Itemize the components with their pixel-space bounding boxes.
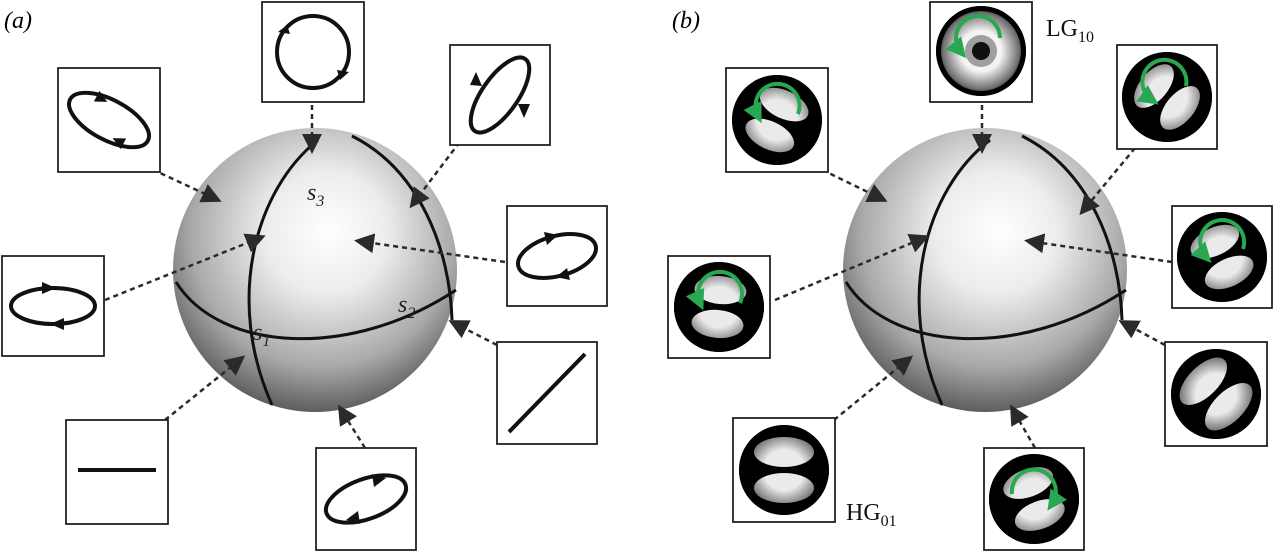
arrow-a-upper-left <box>127 156 222 203</box>
mode-label-hg01: HG01 <box>846 500 897 530</box>
inset-ellipse-right <box>506 205 608 307</box>
arrow-b-upper-right <box>1079 147 1136 216</box>
axis-label-s3: s3 <box>307 180 324 210</box>
arrow-b-bottom <box>1010 404 1037 449</box>
inset-circular-top <box>261 1 365 103</box>
arrow-b-right <box>1024 233 1173 264</box>
panel-a: (a) s3 s2 s1 <box>1 1 608 551</box>
arrow-b-left <box>774 233 930 302</box>
panel-a-arrows <box>104 105 506 449</box>
arrow-a-upper-right <box>409 134 466 209</box>
inset-hg-diagonal-right <box>1164 341 1268 447</box>
sphere-a-equator <box>174 281 457 341</box>
inset-mode-upper-right <box>1116 44 1218 150</box>
sphere-b <box>843 128 1127 412</box>
inset-lg10-top <box>929 1 1033 103</box>
panel-a-label: (a) <box>4 8 32 34</box>
inset-ellipse-left <box>1 255 105 357</box>
inset-linear-horizontal <box>65 419 169 525</box>
arrow-a-right <box>354 233 506 264</box>
arrow-b-upper-left <box>797 156 888 202</box>
mode-label-lg10: LG10 <box>1046 16 1094 46</box>
inset-linear-diagonal <box>496 341 598 445</box>
panel-a-insets <box>1 1 608 551</box>
arrow-a-lower-right <box>448 320 498 347</box>
inset-mode-left <box>667 255 771 359</box>
axis-label-s1: s1 <box>253 320 270 350</box>
panel-b-arrows <box>774 105 1173 449</box>
inset-mode-upper-left <box>725 67 829 173</box>
inset-hg01-bottom-left <box>732 417 836 523</box>
sphere-a: s3 s2 s1 <box>173 128 457 412</box>
arrow-a-bottom <box>337 404 367 449</box>
inset-mode-right <box>1171 205 1273 309</box>
arrow-a-left <box>104 233 266 302</box>
inset-ellipse-bottom <box>315 447 417 551</box>
inset-ellipse-upper-left <box>57 67 161 173</box>
axis-label-s2: s2 <box>398 292 415 322</box>
inset-mode-bottom <box>983 447 1085 551</box>
arrow-b-lower-left <box>833 355 914 421</box>
arrow-b-lower-right <box>1118 320 1166 347</box>
panel-b: (b) <box>667 1 1273 551</box>
arrow-a-lower-left <box>164 355 246 421</box>
panel-b-insets: LG10 <box>667 1 1273 551</box>
sphere-b-equator <box>844 281 1127 341</box>
inset-ellipse-upper-right <box>449 44 551 146</box>
panel-b-label: (b) <box>672 8 700 34</box>
